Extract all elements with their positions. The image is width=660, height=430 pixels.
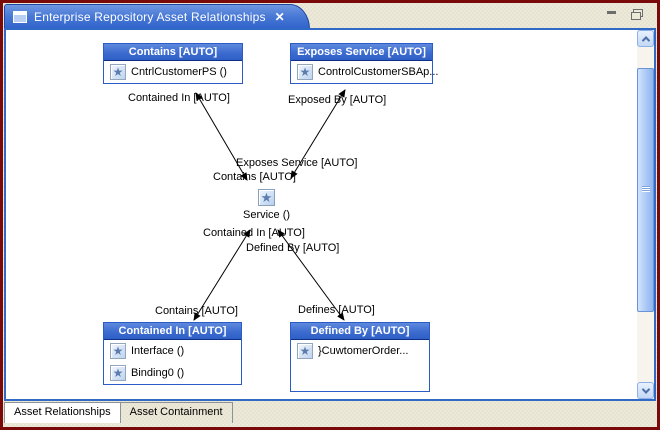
relationship-edges — [193, 89, 346, 321]
node-item[interactable]: ★ Binding0 () — [104, 362, 241, 384]
asset-star-icon: ★ — [110, 365, 126, 381]
edge-label: Contained In [AUTO] — [203, 227, 305, 239]
minimize-icon[interactable] — [607, 9, 617, 19]
asset-star-icon: ★ — [110, 343, 126, 359]
node-title: Defined By [AUTO] — [291, 323, 429, 340]
view-tab[interactable]: Enterprise Repository Asset Relationship… — [4, 4, 310, 29]
node-item[interactable]: ★ ControlCustomerSBAp... — [291, 61, 438, 83]
view-title: Enterprise Repository Asset Relationship… — [34, 10, 266, 24]
tab-asset-relationships[interactable]: Asset Relationships — [4, 402, 121, 423]
view-icon — [13, 11, 27, 23]
restore-icon[interactable] — [631, 9, 643, 20]
node-contained-in[interactable]: Contained In [AUTO] ★ Interface () ★ Bin… — [103, 322, 242, 385]
node-title: Contained In [AUTO] — [104, 323, 241, 340]
node-title: Exposes Service [AUTO] — [291, 44, 432, 61]
node-item[interactable]: ★ Interface () — [104, 340, 241, 362]
scrollbar-thumb[interactable] — [637, 68, 654, 312]
asset-star-icon: ★ — [110, 64, 126, 80]
edge-label: Exposed By [AUTO] — [288, 94, 387, 106]
node-exposes-service[interactable]: Exposes Service [AUTO] ★ ControlCustomer… — [290, 43, 438, 84]
edge-label: Contains [AUTO] — [155, 305, 238, 317]
tab-asset-containment[interactable]: Asset Containment — [120, 402, 233, 423]
vertical-scrollbar[interactable] — [637, 30, 654, 399]
node-title: Contains [AUTO] — [104, 44, 242, 61]
diagram-canvas[interactable]: Contains [AUTO] ★ CntrlCustomerPS () Exp… — [6, 30, 654, 399]
edge-label: Defines [AUTO] — [298, 304, 375, 316]
node-item[interactable]: ★ }CuwtomerOrder... — [291, 340, 429, 362]
diagram-view: Contains [AUTO] ★ CntrlCustomerPS () Exp… — [4, 28, 656, 401]
scroll-down-icon[interactable] — [637, 382, 654, 399]
edge-label: Exposes Service [AUTO] — [236, 157, 358, 169]
edge-label: Contained In [AUTO] — [128, 92, 230, 104]
edge-label: Defined By [AUTO] — [246, 242, 340, 254]
edge-label: Contains [AUTO] — [213, 171, 296, 183]
node-defined-by[interactable]: Defined By [AUTO] ★ }CuwtomerOrder... — [290, 322, 430, 392]
service-label: Service () — [243, 209, 291, 221]
node-item[interactable]: ★ CntrlCustomerPS () — [104, 61, 242, 83]
asset-star-icon: ★ — [297, 64, 313, 80]
service-star-icon[interactable]: ★ — [258, 189, 275, 206]
close-icon[interactable]: ✕ — [274, 10, 285, 24]
scroll-up-icon[interactable] — [637, 30, 654, 47]
page-tabs: Asset Relationships Asset Containment — [4, 402, 233, 423]
asset-star-icon: ★ — [297, 343, 313, 359]
node-contains[interactable]: Contains [AUTO] ★ CntrlCustomerPS () — [103, 43, 243, 84]
